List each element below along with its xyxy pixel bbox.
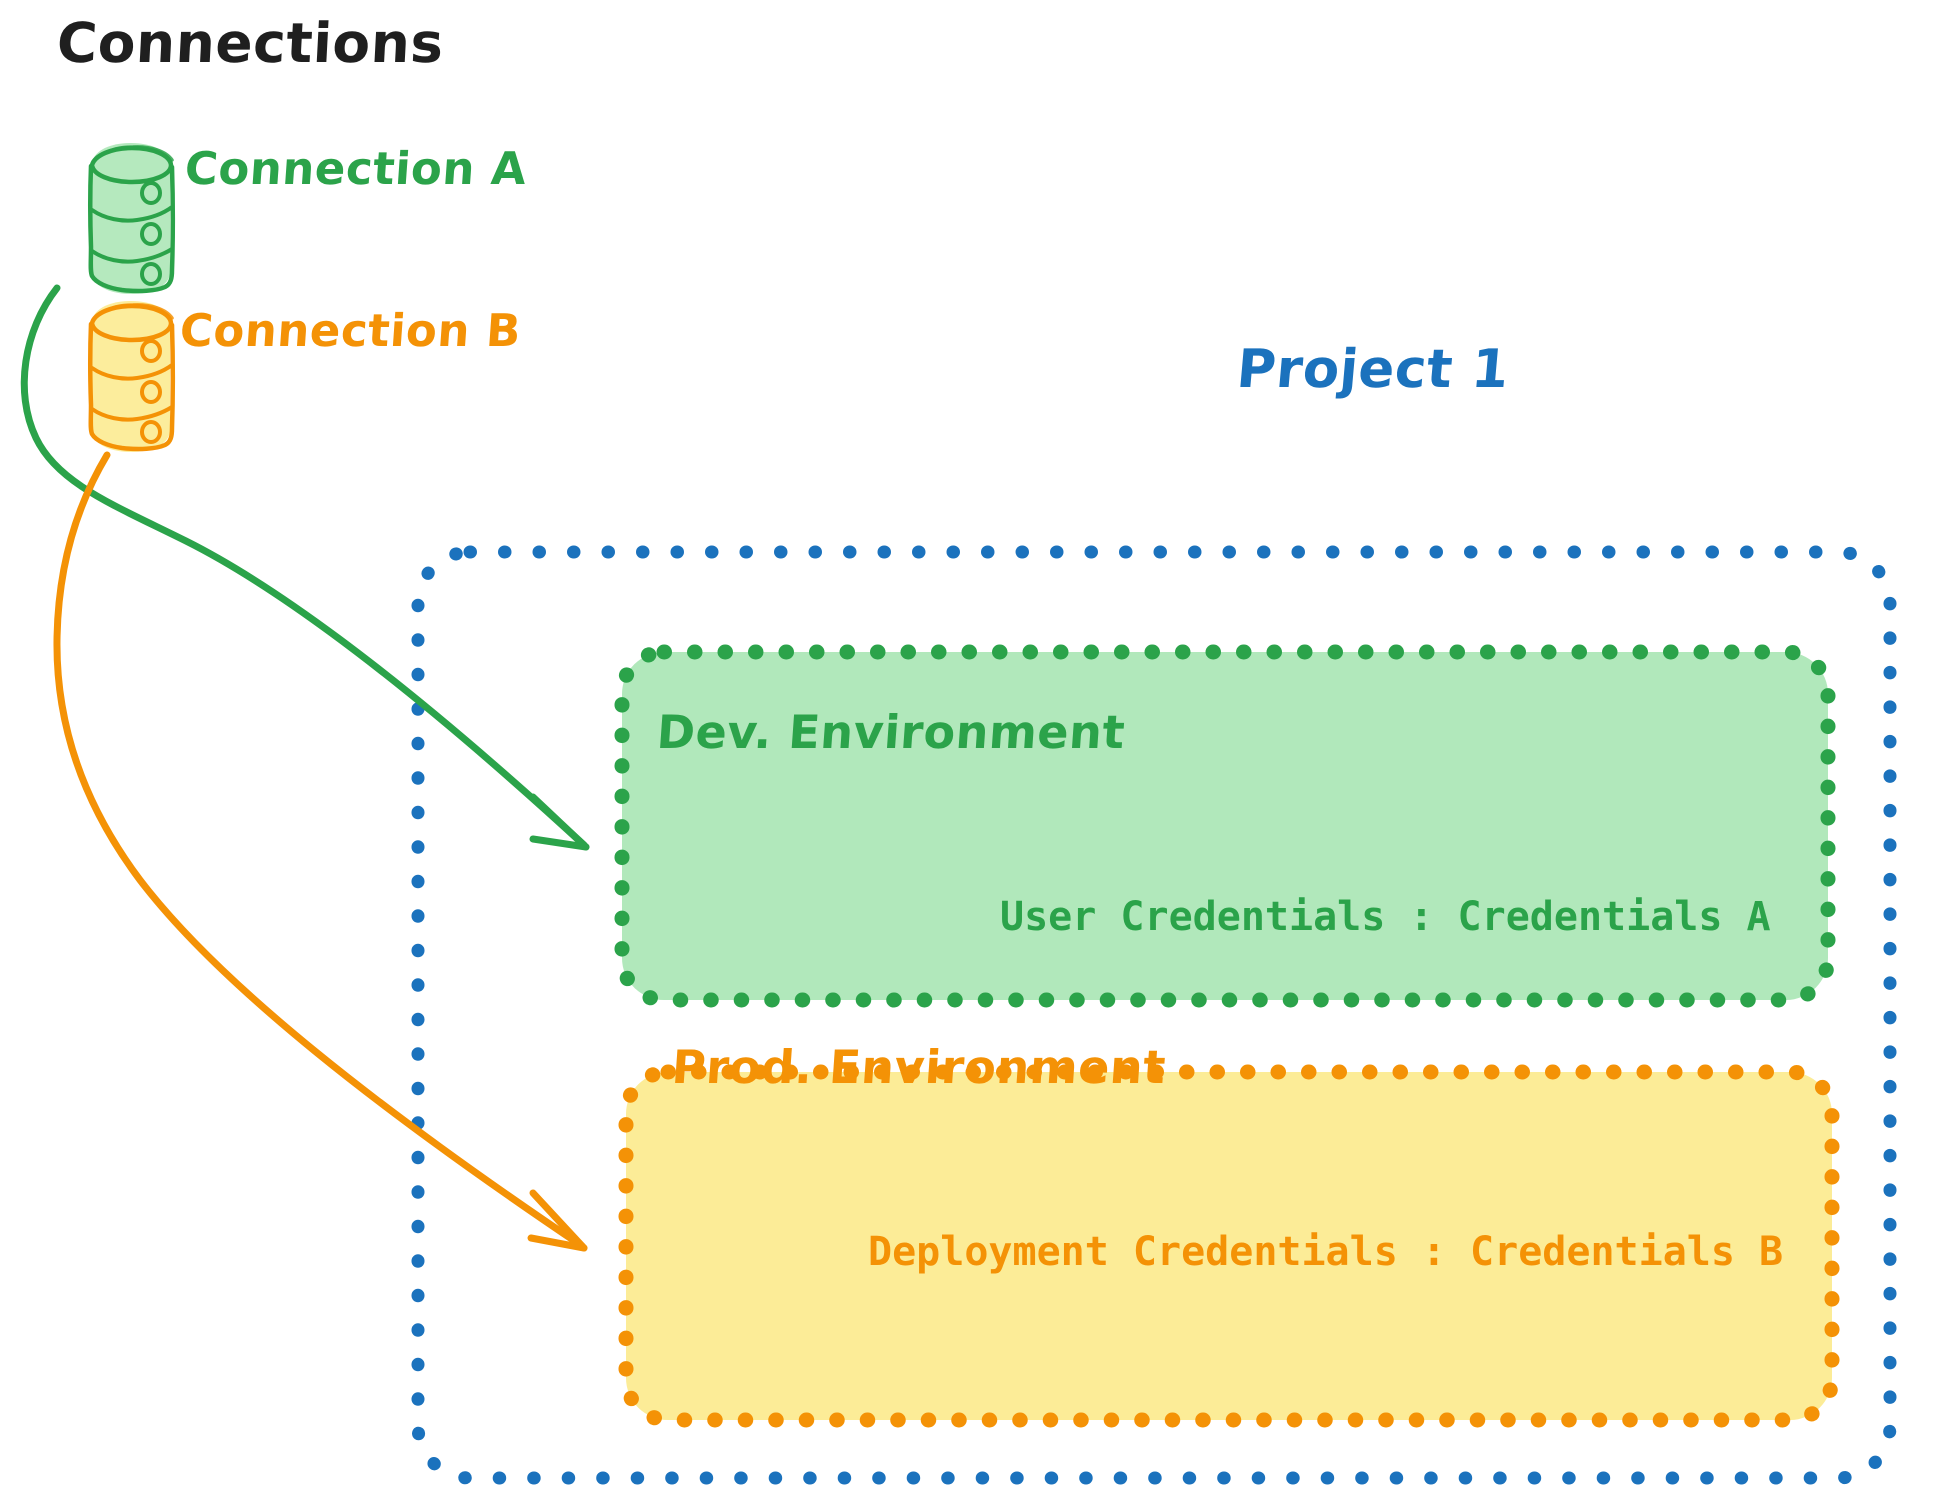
prod-environment-credentials: Deployment Credentials : Credentials B	[868, 1229, 1784, 1275]
database-icon-connection-a[interactable]	[88, 143, 175, 294]
prod-environment-title: Prod. Environment	[670, 1040, 1168, 1094]
dev-environment-credentials: User Credentials : Credentials A	[1000, 894, 1771, 940]
prod-environment-box[interactable]	[618, 1064, 1840, 1428]
dev-environment-title: Dev. Environment	[655, 705, 1127, 759]
project-title: Project 1	[1234, 339, 1512, 400]
connection-b-label[interactable]: Connection B	[178, 304, 523, 357]
page-title: Connections	[55, 11, 446, 75]
arrow-connection-a-to-dev	[20, 284, 590, 851]
project-container-border[interactable]	[411, 545, 1897, 1485]
database-icon-connection-b[interactable]	[88, 301, 175, 452]
dev-environment-box[interactable]	[614, 644, 1836, 1008]
arrow-connection-b-to-prod	[53, 451, 588, 1252]
connection-a-label[interactable]: Connection A	[183, 142, 529, 195]
